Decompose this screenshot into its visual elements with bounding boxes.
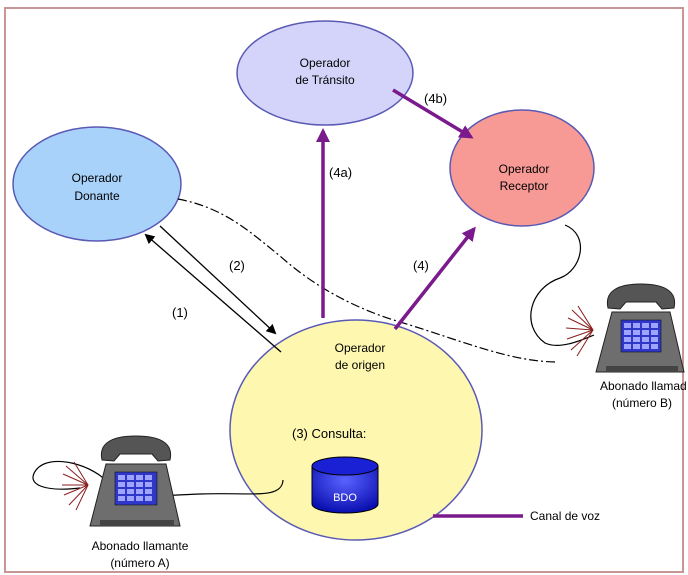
transito-label-line2: de Tránsito xyxy=(295,73,355,87)
step-4a-label: (4a) xyxy=(329,165,352,180)
arrow-step-2 xyxy=(159,225,277,335)
called-subscriber-line1: Abonado llamad xyxy=(600,379,687,393)
step-4-label: (4) xyxy=(413,258,429,273)
step-2-label: (2) xyxy=(229,258,245,273)
operador-donante-node xyxy=(12,126,182,242)
operador-origen-node xyxy=(229,319,483,541)
arrow-step-4 xyxy=(393,226,476,331)
caller-subscriber-line2: (número A) xyxy=(110,556,169,570)
step-4b-label: (4b) xyxy=(424,91,447,106)
called-phone-icon xyxy=(565,283,685,373)
bdo-database-icon xyxy=(311,456,379,514)
operador-receptor-node xyxy=(449,109,595,227)
donante-label-line1: Operador xyxy=(72,171,123,185)
receptor-label-line1: Operador xyxy=(499,162,550,176)
origen-label-line2: de origen xyxy=(335,358,385,372)
step-1-label: (1) xyxy=(172,305,188,320)
transito-label-line1: Operador xyxy=(300,56,351,70)
bdo-label: BDO xyxy=(333,492,357,504)
legend-label: Canal de voz xyxy=(530,509,600,523)
caller-phone-icon xyxy=(62,435,181,527)
donante-label-line2: Donante xyxy=(74,189,120,203)
origen-label-line1: Operador xyxy=(335,341,386,355)
caller-subscriber-line1: Abonado llamante xyxy=(92,539,189,553)
receptor-label-line2: Receptor xyxy=(500,179,549,193)
arrow-step-4b xyxy=(392,88,474,139)
operador-transito-node xyxy=(236,20,414,126)
called-subscriber-line2: (número B) xyxy=(612,396,672,410)
arrow-step-1 xyxy=(144,233,282,353)
step-3-label: (3) Consulta: xyxy=(292,426,366,441)
called-phone-cord xyxy=(530,224,595,347)
